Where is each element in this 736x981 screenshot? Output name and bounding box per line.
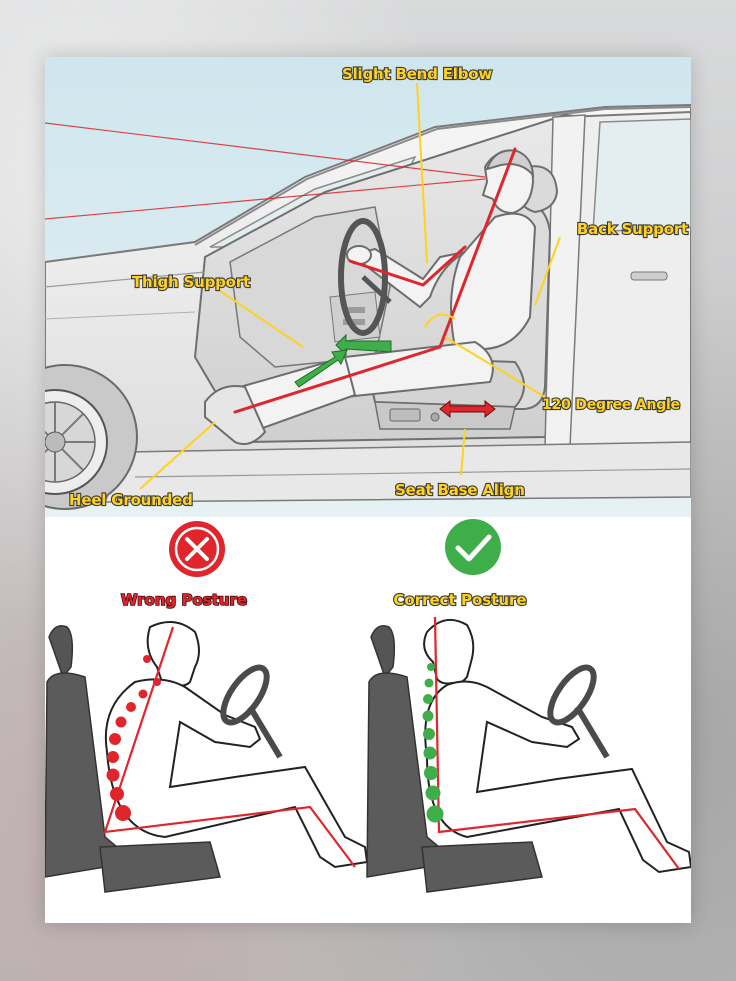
front-wheel <box>45 364 138 510</box>
callout-thigh-support: Thigh Support <box>132 273 250 291</box>
callout-120-degree-angle: 120 Degree Angle <box>542 397 680 413</box>
wrong-posture-heading: Wrong Posture <box>121 591 247 609</box>
callout-seat-base-align: Seat Base Align <box>395 481 525 499</box>
correct-posture-figure <box>366 616 691 893</box>
callout-slight-bend-elbow: Slight Bend Elbow <box>342 65 492 83</box>
sight-lines <box>45 122 486 220</box>
infographic-card: Slight Bend Elbow Back Support Thigh Sup… <box>45 57 691 923</box>
wrong-posture-figure <box>45 621 369 893</box>
callout-heel-grounded: Heel Grounded <box>69 491 193 509</box>
seat-adjust-arrow <box>439 399 496 419</box>
correct-check-icon <box>445 519 501 575</box>
wrong-x-icon <box>169 521 225 577</box>
correct-posture-heading: Correct Posture <box>393 591 526 609</box>
callout-back-support: Back Support <box>577 220 688 238</box>
posture-line <box>233 147 517 414</box>
posture-comparison: Wrong Posture Correct Posture <box>45 517 691 923</box>
callout-leaders <box>139 82 561 490</box>
steering-wheel <box>338 218 392 336</box>
thigh-support-arrow <box>294 333 392 388</box>
angle-arc <box>424 313 456 328</box>
car-seat-illustration: Slight Bend Elbow Back Support Thigh Sup… <box>45 57 691 517</box>
